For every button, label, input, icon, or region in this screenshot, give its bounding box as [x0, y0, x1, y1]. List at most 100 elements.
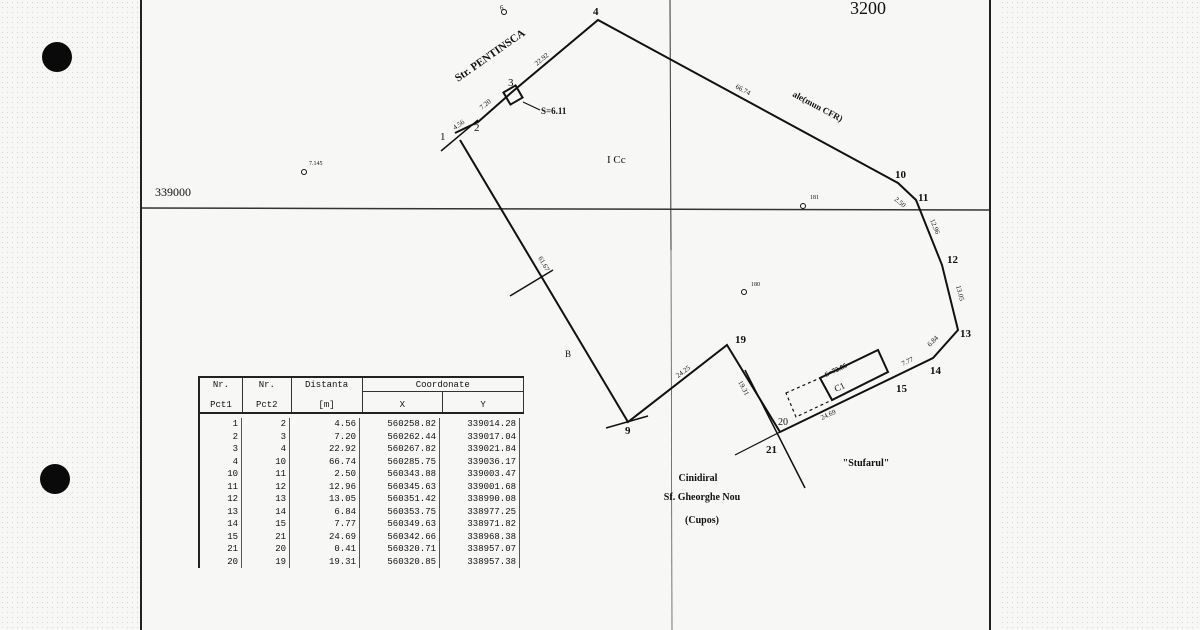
church-name-2: Sf. Gheorghe Nou [664, 492, 741, 503]
table-cell-b: 3 [242, 430, 290, 443]
parcel-label: I Cc [607, 154, 626, 166]
frame-right-border [989, 0, 991, 630]
grid-line-vertical [669, 0, 672, 251]
ref-label-180: 180 [751, 282, 760, 288]
ref-point-180 [741, 289, 747, 295]
street-name: Str. PENTINSCA [453, 27, 528, 84]
point-15: 15 [896, 383, 908, 395]
table-cell-x: 560351.42 [360, 493, 440, 506]
ref-label-7145: 7.145 [309, 161, 323, 167]
table-cell-b: 4 [242, 443, 290, 456]
point-4: 4 [593, 6, 599, 18]
table-cell-x: 560320.71 [360, 543, 440, 556]
table-cell-a: 1 [200, 418, 242, 431]
table-cell-a: 10 [200, 468, 242, 481]
edge-14-15: 7.77 [900, 355, 915, 368]
table-cell-a: 15 [200, 530, 242, 543]
table-cell-d: 66.74 [290, 455, 360, 468]
table-cell-d: 12.96 [290, 480, 360, 493]
table-cell-y: 339036.17 [440, 455, 520, 468]
point-13: 13 [960, 328, 972, 340]
punch-hole-bottom [40, 464, 70, 494]
table-cell-d: 0.41 [290, 543, 360, 556]
table-cell-a: 13 [200, 505, 242, 518]
point-1: 1 [440, 131, 446, 143]
point-11: 11 [918, 192, 928, 204]
table-cell-d: 4.56 [290, 418, 360, 431]
table-cell-x: 560285.75 [360, 455, 440, 468]
table-cell-d: 13.05 [290, 493, 360, 506]
table-cell-y: 339001.68 [440, 480, 520, 493]
point-10: 10 [895, 169, 907, 181]
table-cell-d: 7.20 [290, 430, 360, 443]
table-cell-b: 12 [242, 480, 290, 493]
table-cell-x: 560267.82 [360, 443, 440, 456]
table-cell-b: 21 [242, 530, 290, 543]
coordinates-table: Nr. Nr. Distanta Coordonate Pct1 Pct2 [m… [198, 376, 524, 568]
table-cell-b: 19 [242, 555, 290, 568]
arrow-area-1 [522, 101, 541, 111]
point-9: 9 [625, 425, 631, 437]
table-cell-d: 7.77 [290, 518, 360, 531]
point-3: 3 [508, 77, 514, 89]
grid-line-horizontal [141, 207, 990, 211]
grid-coordinate-label: 339000 [155, 185, 191, 199]
church-name-1: Cinidiral [679, 473, 718, 484]
table-cell-d: 22.92 [290, 443, 360, 456]
table-cell-b: 20 [242, 543, 290, 556]
table-cell-x: 560262.44 [360, 430, 440, 443]
point-21: 21 [766, 444, 777, 456]
area-label-1: S=6.11 [541, 106, 567, 116]
edge-3-4: 22.92 [533, 51, 551, 68]
church-name-3: (Cupos) [685, 515, 719, 526]
hdr-nr2: Nr. [243, 378, 292, 392]
table-cell-d: 24.69 [290, 530, 360, 543]
hdr-pct2: Pct2 [243, 398, 292, 412]
point-12: 12 [947, 254, 959, 266]
point-14: 14 [930, 365, 942, 377]
road-spur [734, 431, 781, 456]
area-label-2: S=72.85 [823, 361, 848, 378]
table-header: Nr. Nr. Distanta Coordonate Pct1 Pct2 [m… [200, 376, 524, 412]
table-cell-y: 339003.47 [440, 468, 520, 481]
frame-left-border [140, 0, 142, 630]
punch-hole-top [42, 42, 72, 72]
table-cell-y: 338990.08 [440, 493, 520, 506]
table-cell-x: 560258.82 [360, 418, 440, 431]
ref-point-6 [501, 9, 507, 15]
edge-12-13: 13.05 [954, 284, 966, 302]
table-cell-y: 339021.84 [440, 443, 520, 456]
ref-label-6: 6 [500, 4, 504, 12]
boundary-tick-2 [509, 269, 554, 297]
table-cell-x: 560342.66 [360, 530, 440, 543]
table-cell-b: 10 [242, 455, 290, 468]
table-cell-y: 338968.38 [440, 530, 520, 543]
table-cell-y: 338971.82 [440, 518, 520, 531]
table-cell-a: 11 [200, 480, 242, 493]
road-line [744, 369, 806, 489]
stamp-top: 3200 [850, 0, 886, 18]
point-2: 2 [474, 122, 480, 134]
ref-point-7145 [301, 169, 307, 175]
ref-point-181 [800, 203, 806, 209]
building-c1 [818, 348, 890, 402]
edge-15-21: 24.69 [819, 408, 837, 422]
table-cell-d: 6.84 [290, 505, 360, 518]
hdr-pct1: Pct1 [200, 398, 243, 412]
table-cell-x: 560353.75 [360, 505, 440, 518]
scan-noise-right [1000, 0, 1200, 630]
neighbor-label: "Stufarul" [843, 458, 890, 469]
letter-b: B [565, 349, 571, 359]
annex-square [502, 84, 524, 106]
table-cell-y: 339014.28 [440, 418, 520, 431]
table-cell-a: 3 [200, 443, 242, 456]
